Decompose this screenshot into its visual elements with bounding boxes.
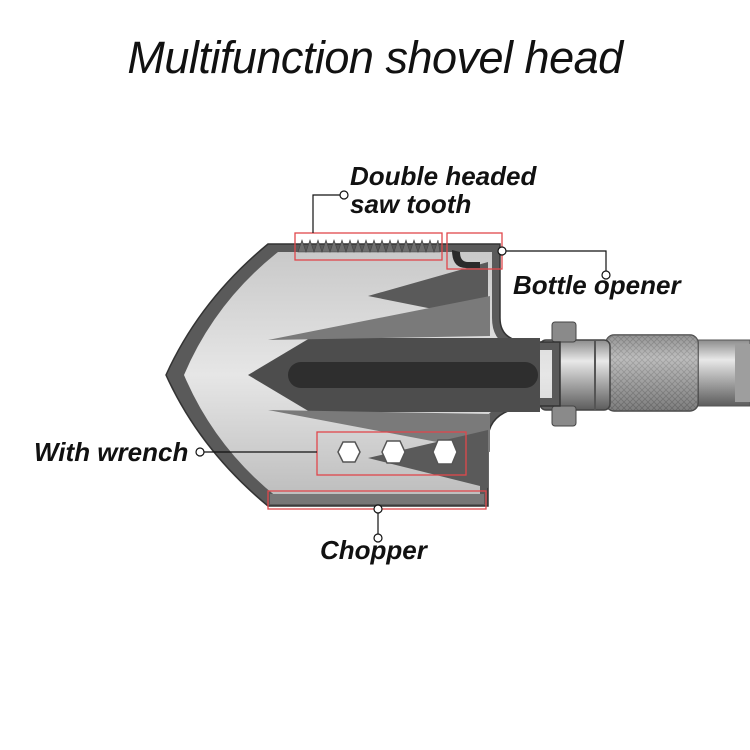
page-title: Multifunction shovel head bbox=[127, 32, 623, 83]
saw-tooth-callout-box bbox=[294, 232, 443, 261]
wrench-hex-3 bbox=[432, 439, 458, 465]
chopper-leader-dot-end bbox=[373, 533, 383, 543]
wrench-callout-box bbox=[316, 431, 467, 476]
chopper-leader-dot bbox=[373, 504, 383, 514]
bottle-opener-notch bbox=[452, 250, 480, 268]
bottle-leader-line bbox=[502, 250, 607, 272]
saw-tooth-label: Double headed saw tooth bbox=[350, 162, 536, 218]
shovel-blade bbox=[165, 239, 561, 507]
saw-leader-dot bbox=[339, 190, 349, 200]
wrench-hex-2 bbox=[381, 440, 406, 464]
wrench-leader-dot bbox=[195, 447, 205, 457]
wrench-hex-1 bbox=[337, 441, 361, 463]
saw-tooth-label-line1: Double headed bbox=[350, 161, 537, 191]
saw-leader-line bbox=[312, 194, 340, 233]
wrench-label: With wrench bbox=[34, 437, 189, 467]
bottle-leader-dot bbox=[497, 246, 507, 256]
bottle-opener-label: Bottle opener bbox=[513, 270, 681, 300]
saw-tooth-label-line2: saw tooth bbox=[350, 189, 472, 219]
chopper-label: Chopper bbox=[320, 535, 427, 565]
handle bbox=[539, 321, 750, 427]
saw-teeth bbox=[297, 239, 441, 253]
bottle-leader-dot-end bbox=[601, 270, 611, 280]
